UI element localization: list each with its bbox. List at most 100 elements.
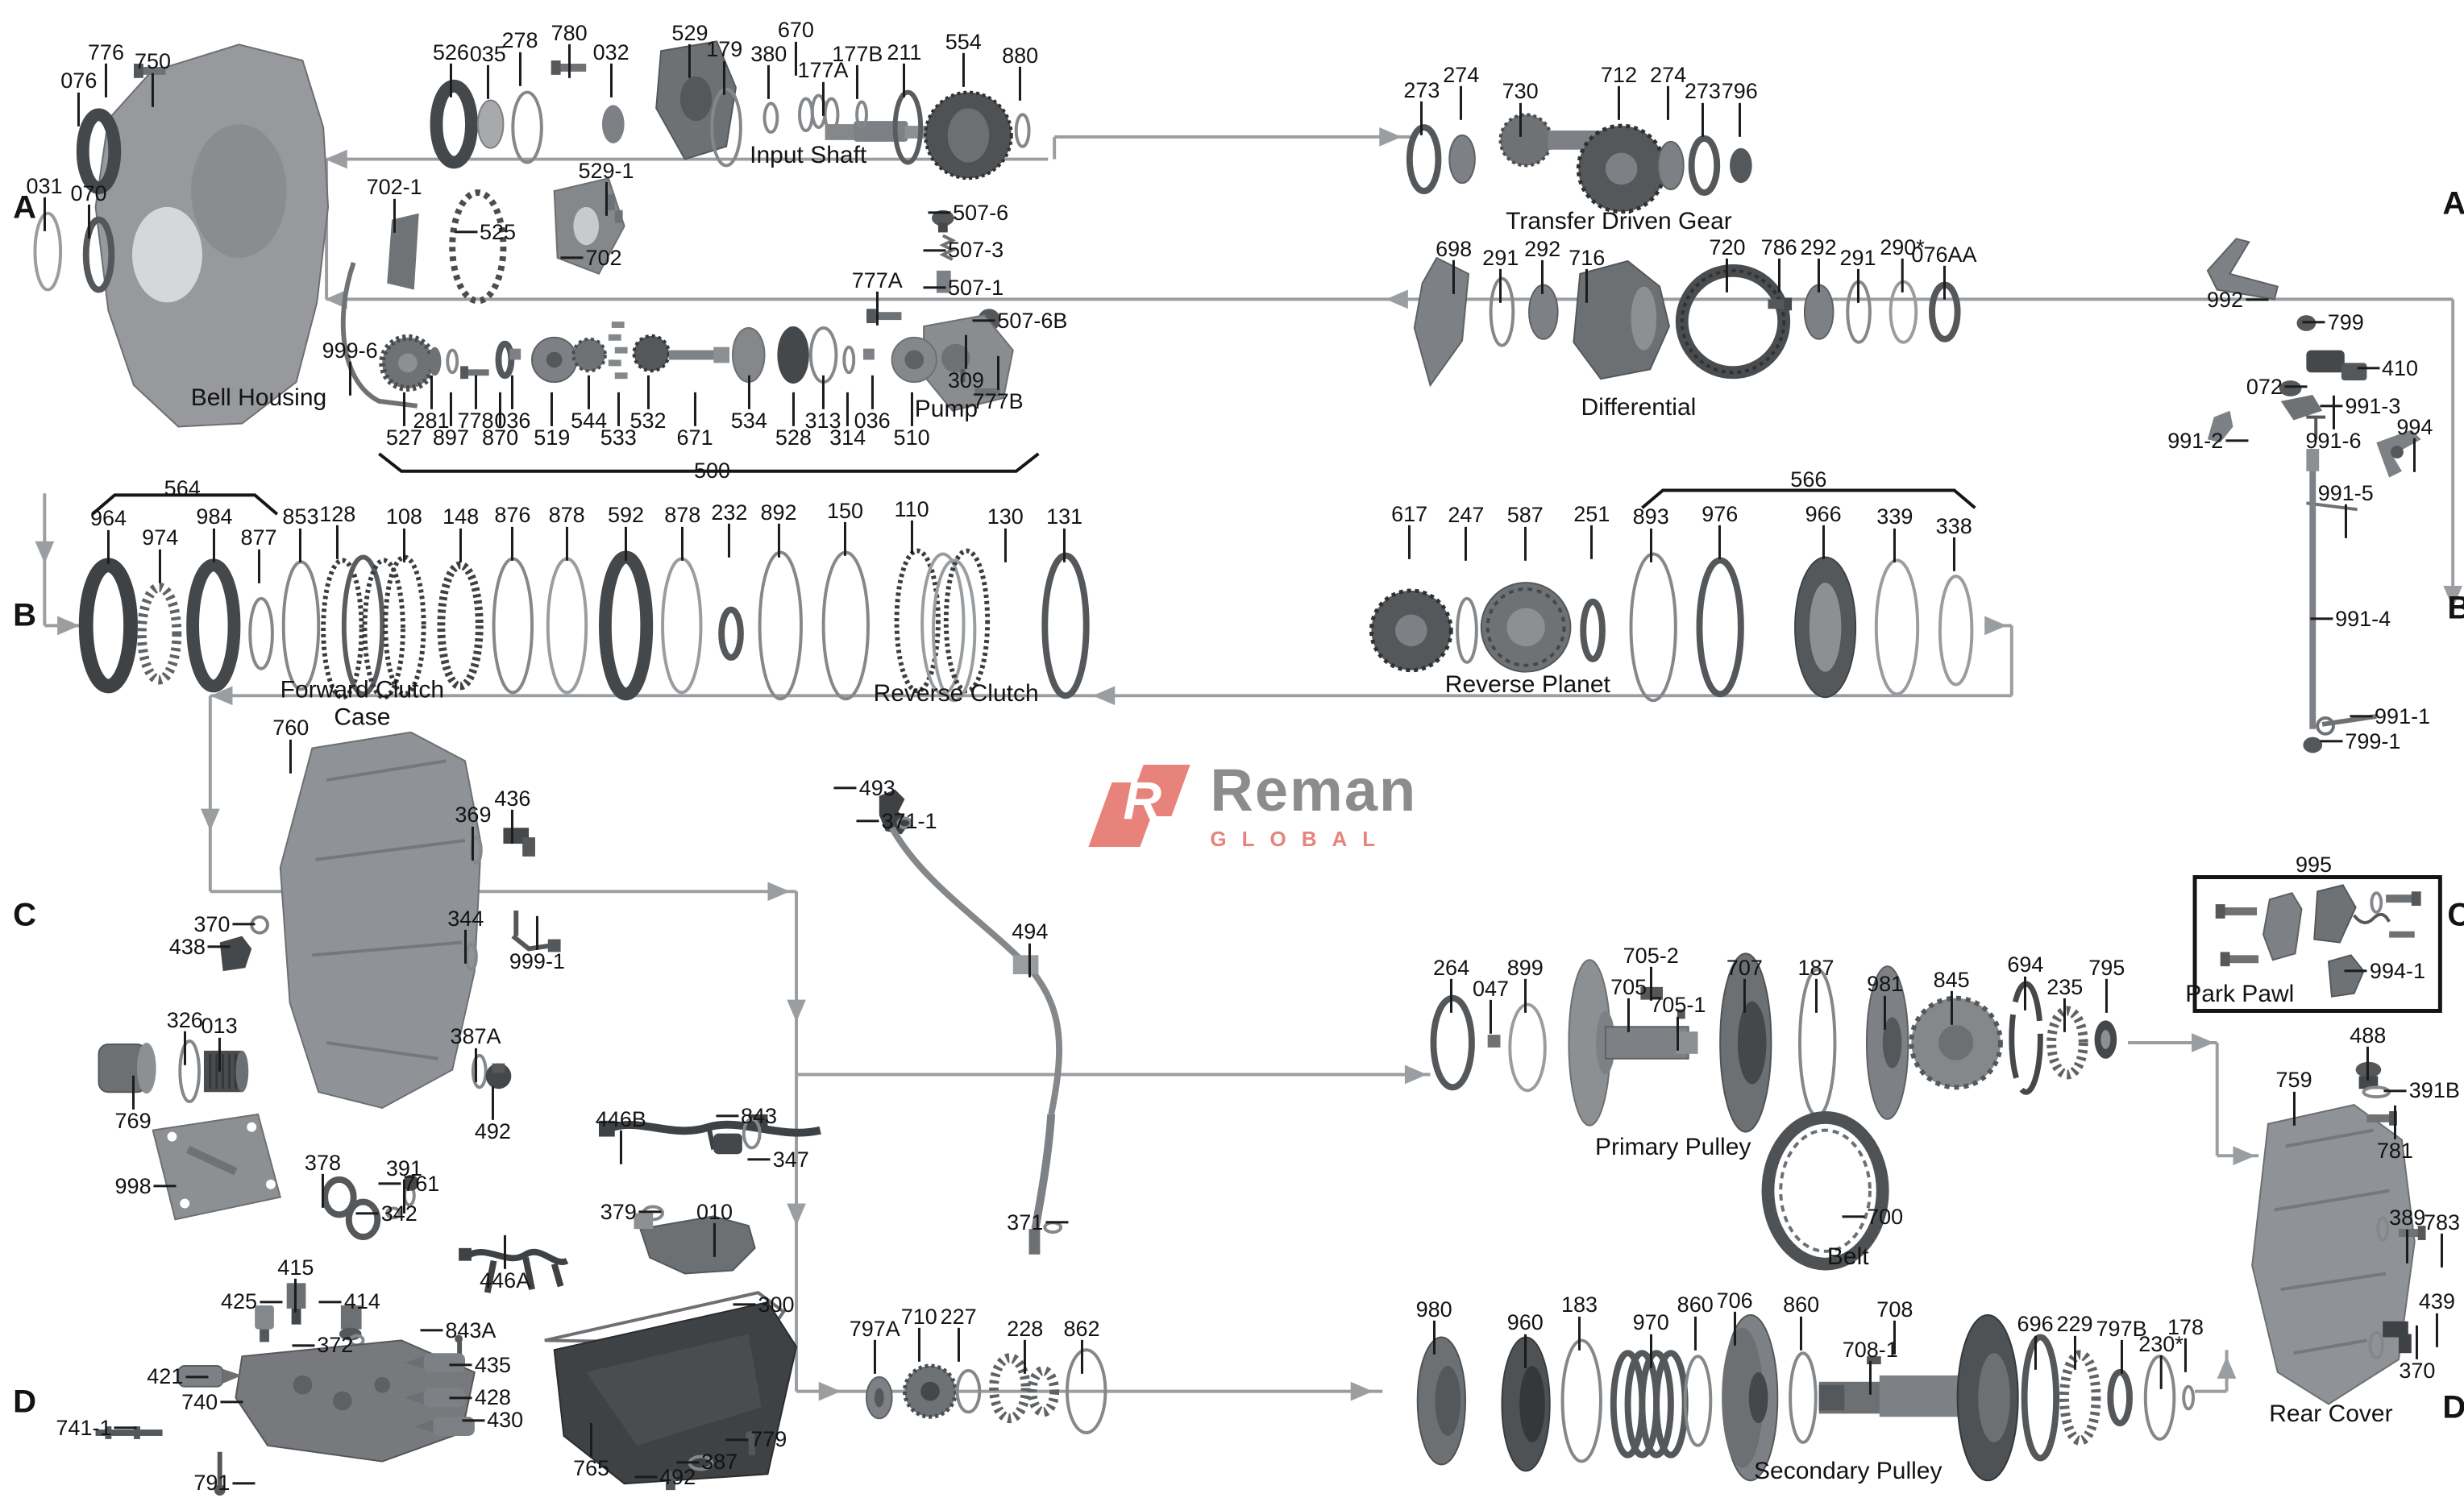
part-label-036: 036: [494, 376, 530, 433]
bell-housing-art: [33, 44, 418, 428]
leader-line: [681, 526, 684, 561]
leader-line: [871, 376, 874, 410]
leader-line: [449, 392, 452, 426]
park-pawl-art: [2215, 884, 2421, 998]
leader-line: [232, 1481, 256, 1484]
part-label-533: 533: [600, 392, 637, 449]
part-label-391B: 391B: [2383, 1079, 2460, 1102]
part-label-760: 760: [272, 716, 309, 774]
part-label-999-6: 999-6: [322, 338, 378, 396]
part-label-264: 264: [1433, 956, 1469, 1014]
part-label-148: 148: [443, 505, 479, 562]
leader-line: [1465, 526, 1468, 561]
leader-line: [87, 204, 90, 239]
part-label-781: 781: [2377, 1105, 2413, 1162]
leader-line: [77, 92, 81, 127]
part-label-131: 131: [1046, 505, 1082, 562]
section-caption: Bell Housing: [190, 384, 327, 412]
part-label-507-6: 507-6: [928, 201, 1008, 224]
part-label-446B: 446B: [596, 1107, 646, 1164]
part-label-796: 796: [1722, 80, 1758, 137]
part-label-778: 778: [457, 376, 494, 433]
part-label-150: 150: [827, 499, 863, 557]
part-label-705-2: 705-2: [1623, 944, 1679, 1002]
part-label-430: 430: [462, 1409, 523, 1432]
leader-line: [588, 376, 591, 410]
section-caption: Belt: [1826, 1243, 1869, 1270]
part-label-369: 369: [455, 803, 491, 861]
leader-line: [114, 1426, 137, 1430]
leader-line: [1667, 86, 1670, 121]
leader-line: [152, 73, 155, 107]
leader-line: [1884, 995, 1887, 1030]
leader-line: [459, 528, 463, 562]
leader-line: [567, 44, 571, 79]
part-label-870: 870: [482, 392, 518, 449]
leader-line: [1893, 528, 1897, 562]
part-label-694: 694: [2007, 953, 2043, 1010]
part-label-314: 314: [829, 392, 866, 449]
leader-line: [2393, 1105, 2396, 1139]
leader-line: [794, 41, 797, 76]
leader-line: [725, 1438, 749, 1441]
leader-line: [2184, 1338, 2188, 1373]
leader-line: [767, 65, 771, 100]
part-label-994: 994: [2396, 415, 2433, 472]
leader-line: [923, 286, 946, 289]
part-label-274: 274: [1443, 63, 1479, 121]
leader-line: [1677, 1016, 1680, 1051]
part-label-741-1: 741-1: [56, 1416, 137, 1439]
part-label-797A: 797A: [850, 1317, 900, 1375]
part-label-300: 300: [733, 1293, 794, 1316]
part-label-500: 500: [693, 458, 730, 483]
leader-line: [1943, 266, 1946, 301]
part-label-843A: 843A: [420, 1318, 496, 1342]
part-label-795: 795: [2088, 956, 2125, 1014]
leader-line: [153, 1185, 177, 1188]
part-label-035: 035: [470, 42, 506, 100]
part-label-671: 671: [677, 392, 713, 449]
part-label-338: 338: [1936, 514, 1972, 571]
leader-line: [693, 392, 696, 426]
part-label-777B: 777B: [973, 356, 1024, 413]
leader-line: [646, 376, 650, 410]
leader-line: [728, 523, 731, 558]
leader-line: [294, 1278, 297, 1313]
leader-line: [1523, 1334, 1527, 1368]
section-caption: Park Pawl: [2185, 981, 2295, 1008]
part-label-702: 702: [560, 246, 621, 269]
part-label-410: 410: [2356, 357, 2418, 380]
part-label-527: 527: [386, 392, 422, 449]
leader-line: [2034, 1335, 2037, 1370]
primary-pulley-art: [1430, 952, 2117, 1271]
leader-line: [511, 376, 514, 410]
part-label-702-1: 702-1: [367, 176, 422, 233]
leader-line: [257, 549, 260, 583]
leader-line: [1590, 525, 1593, 559]
leader-line: [2344, 504, 2347, 538]
leader-line: [299, 528, 302, 562]
valve-body-art: [95, 1042, 821, 1496]
leader-line: [1627, 998, 1631, 1033]
leader-line: [1733, 1311, 1736, 1346]
part-label-177B: 177B: [832, 42, 883, 100]
leader-line: [2440, 1234, 2443, 1268]
leader-line: [1499, 268, 1502, 303]
leader-line: [131, 1075, 135, 1110]
leader-line: [1617, 86, 1620, 121]
leader-line: [590, 1422, 593, 1457]
part-label-371-1: 371-1: [856, 809, 937, 832]
part-label-995: 995: [2295, 852, 2333, 877]
forward-clutch-art: [78, 548, 1090, 703]
leader-line: [511, 810, 514, 844]
leader-line: [1649, 1334, 1652, 1368]
leader-line: [220, 1400, 243, 1404]
leader-line: [1718, 525, 1722, 559]
part-label-076: 076: [60, 69, 97, 127]
part-label-507-3: 507-3: [923, 239, 1003, 262]
leader-line: [504, 1235, 507, 1270]
part-label-415: 415: [277, 1255, 314, 1313]
part-label-708-1: 708-1: [1843, 1338, 1898, 1396]
part-label-228: 228: [1007, 1317, 1043, 1375]
